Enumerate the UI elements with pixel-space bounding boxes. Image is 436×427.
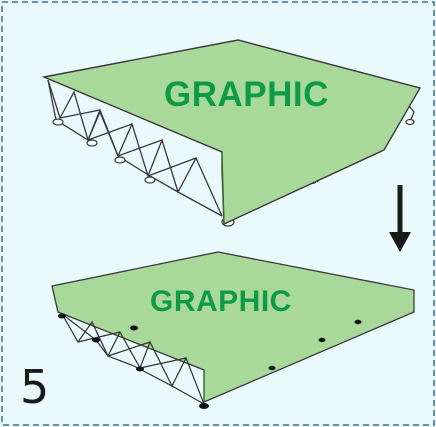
top-fold-edge: [221, 151, 225, 225]
graphic-label-bottom: GRAPHIC: [150, 285, 292, 318]
graphic-label-top: GRAPHIC: [164, 75, 329, 114]
step-number: 5: [20, 360, 50, 414]
bottom-truss-frame: [61, 313, 205, 405]
bottom-graphic-panel: [51, 251, 415, 403]
bottom-feet: [58, 313, 362, 409]
